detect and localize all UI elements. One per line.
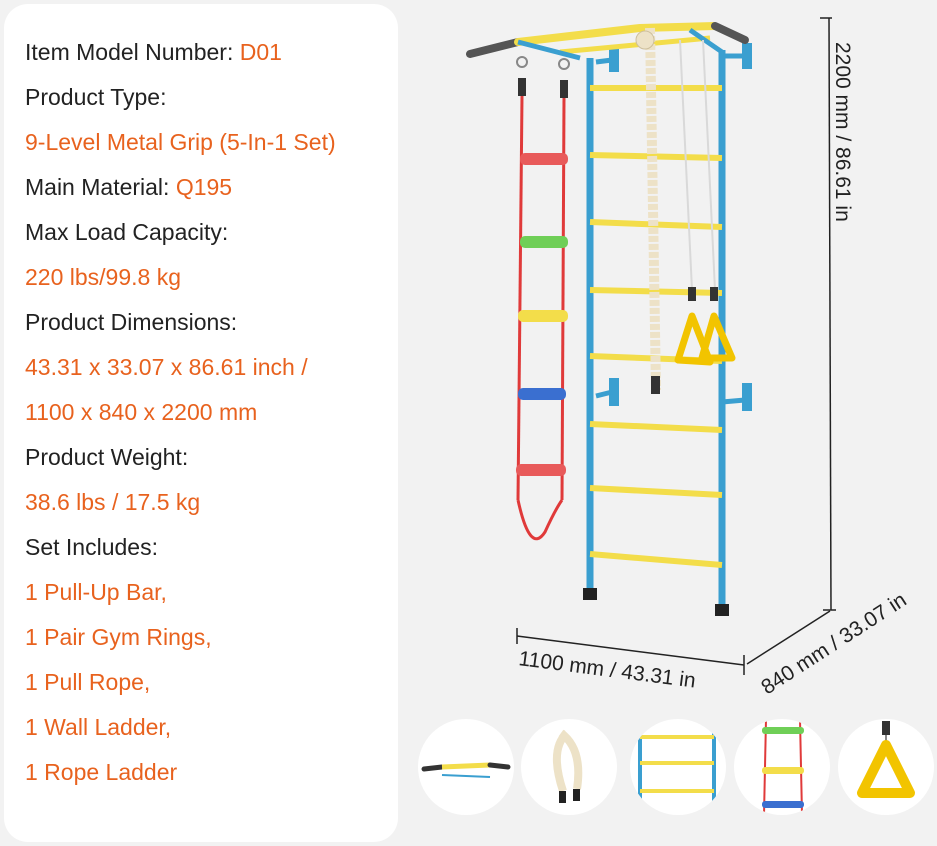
spec-type-label: Product Type: bbox=[25, 84, 167, 110]
spec-include-item: 1 Rope Ladder bbox=[25, 759, 178, 785]
spec-label: Main Material: bbox=[25, 174, 176, 200]
spec-include-item: 1 Pull Rope, bbox=[25, 669, 151, 695]
thumb-pull-rope bbox=[521, 719, 617, 815]
spec-value: D01 bbox=[239, 39, 282, 65]
gym-rings bbox=[674, 39, 736, 366]
wall-bracket bbox=[609, 46, 619, 72]
product-illustration: 2200 mm / 86.61 in 1100 mm / 43.31 in 84… bbox=[466, 17, 911, 699]
spec-label: Item Model Number: bbox=[25, 39, 240, 65]
spec-weight-value: 38.6 lbs / 17.5 kg bbox=[25, 489, 201, 515]
thumb-rope-ladder bbox=[734, 719, 830, 815]
spec-include-item: 1 Pull-Up Bar, bbox=[25, 579, 167, 605]
spec-include-item: 1 Pair Gym Rings, bbox=[25, 624, 212, 650]
spec-material: Main Material: Q195 bbox=[25, 173, 232, 201]
wall-bracket bbox=[609, 378, 619, 406]
spec-weight-label: Product Weight: bbox=[25, 444, 189, 470]
rope-ladder bbox=[516, 56, 570, 541]
thumb-gym-ring bbox=[838, 719, 934, 815]
pull-rope bbox=[635, 27, 661, 394]
spec-includes-label: Set Includes: bbox=[25, 534, 158, 560]
dimension-lines bbox=[516, 17, 836, 675]
spec-load-value: 220 lbs/99.8 kg bbox=[25, 264, 182, 290]
thumb-pull-up-bar bbox=[418, 719, 514, 815]
spec-type-value: 9-Level Metal Grip (5-In-1 Set) bbox=[25, 129, 336, 155]
width-dimension: 1100 mm / 43.31 in bbox=[517, 647, 697, 692]
spec-dimensions-mm: 1100 x 840 x 2200 mm bbox=[25, 399, 258, 425]
spec-load-label: Max Load Capacity: bbox=[25, 219, 229, 245]
spec-model: Item Model Number: D01 bbox=[25, 38, 282, 66]
spec-include-item: 1 Wall Ladder, bbox=[25, 714, 172, 740]
spec-panel bbox=[4, 4, 398, 842]
spec-dimensions-inch: 43.31 x 33.07 x 86.61 inch / bbox=[25, 354, 308, 380]
spec-value: Q195 bbox=[175, 174, 233, 200]
spec-dimensions-label: Product Dimensions: bbox=[25, 309, 238, 335]
pull-up-bar bbox=[466, 22, 749, 61]
wall-bracket bbox=[742, 383, 752, 411]
thumb-wall-ladder bbox=[630, 719, 726, 815]
depth-dimension: 840 mm / 33.07 in bbox=[757, 588, 911, 699]
height-dimension: 2200 mm / 86.61 in bbox=[831, 42, 854, 222]
wall-bracket bbox=[742, 43, 752, 69]
